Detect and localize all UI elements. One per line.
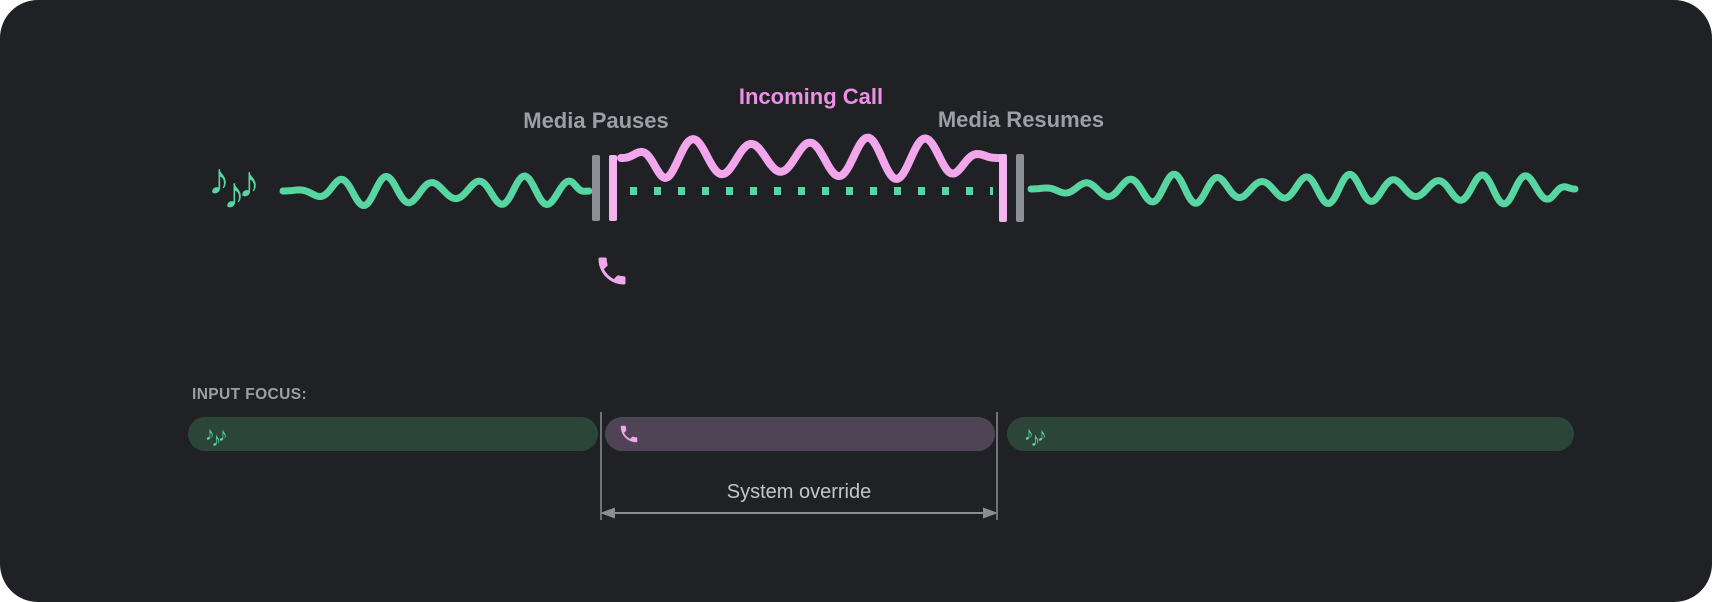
media-pause-marker-pink <box>609 155 617 221</box>
phone-icon <box>620 425 638 443</box>
focus-boundary-line-left <box>600 412 602 520</box>
incoming-call-waveform <box>617 133 1003 183</box>
media-focus-bar-2: ♪ ♪ ♪ <box>1007 417 1574 451</box>
music-notes-icon: ♪ ♪ ♪ <box>1024 423 1047 450</box>
note-glyph: ♪ <box>218 424 228 446</box>
system-override-label: System override <box>726 481 872 503</box>
call-focus-bar <box>605 417 995 451</box>
media-pauses-label: Media Pauses <box>523 108 669 133</box>
note-glyph: ♪ <box>211 429 222 451</box>
note-glyph: ♪ <box>1030 429 1041 451</box>
input-focus-title: INPUT FOCUS: <box>192 386 308 403</box>
system-override-arrow <box>600 507 998 519</box>
media-resumes-label: Media Resumes <box>937 107 1105 132</box>
media-waveform-before <box>279 172 593 209</box>
note-glyph: ♪ <box>208 155 230 204</box>
media-pause-marker-gray <box>592 155 600 221</box>
media-waveform-after <box>1027 170 1579 208</box>
music-notes-icon: ♪ ♪ ♪ <box>205 423 228 450</box>
note-glyph: ♪ <box>238 158 260 207</box>
incoming-call-label: Incoming Call <box>738 84 884 109</box>
note-glyph: ♪ <box>1037 424 1047 446</box>
note-glyph: ♪ <box>205 423 215 445</box>
media-focus-bar-1: ♪ ♪ ♪ <box>188 417 598 451</box>
note-glyph: ♪ <box>223 169 245 218</box>
media-resume-marker-gray <box>1016 154 1024 222</box>
music-notes-icon: ♪ ♪ ♪ <box>208 155 260 216</box>
note-glyph: ♪ <box>1024 423 1034 445</box>
media-resume-marker-pink <box>999 154 1007 222</box>
focus-boundary-line-right <box>996 412 998 520</box>
phone-icon <box>598 257 626 285</box>
